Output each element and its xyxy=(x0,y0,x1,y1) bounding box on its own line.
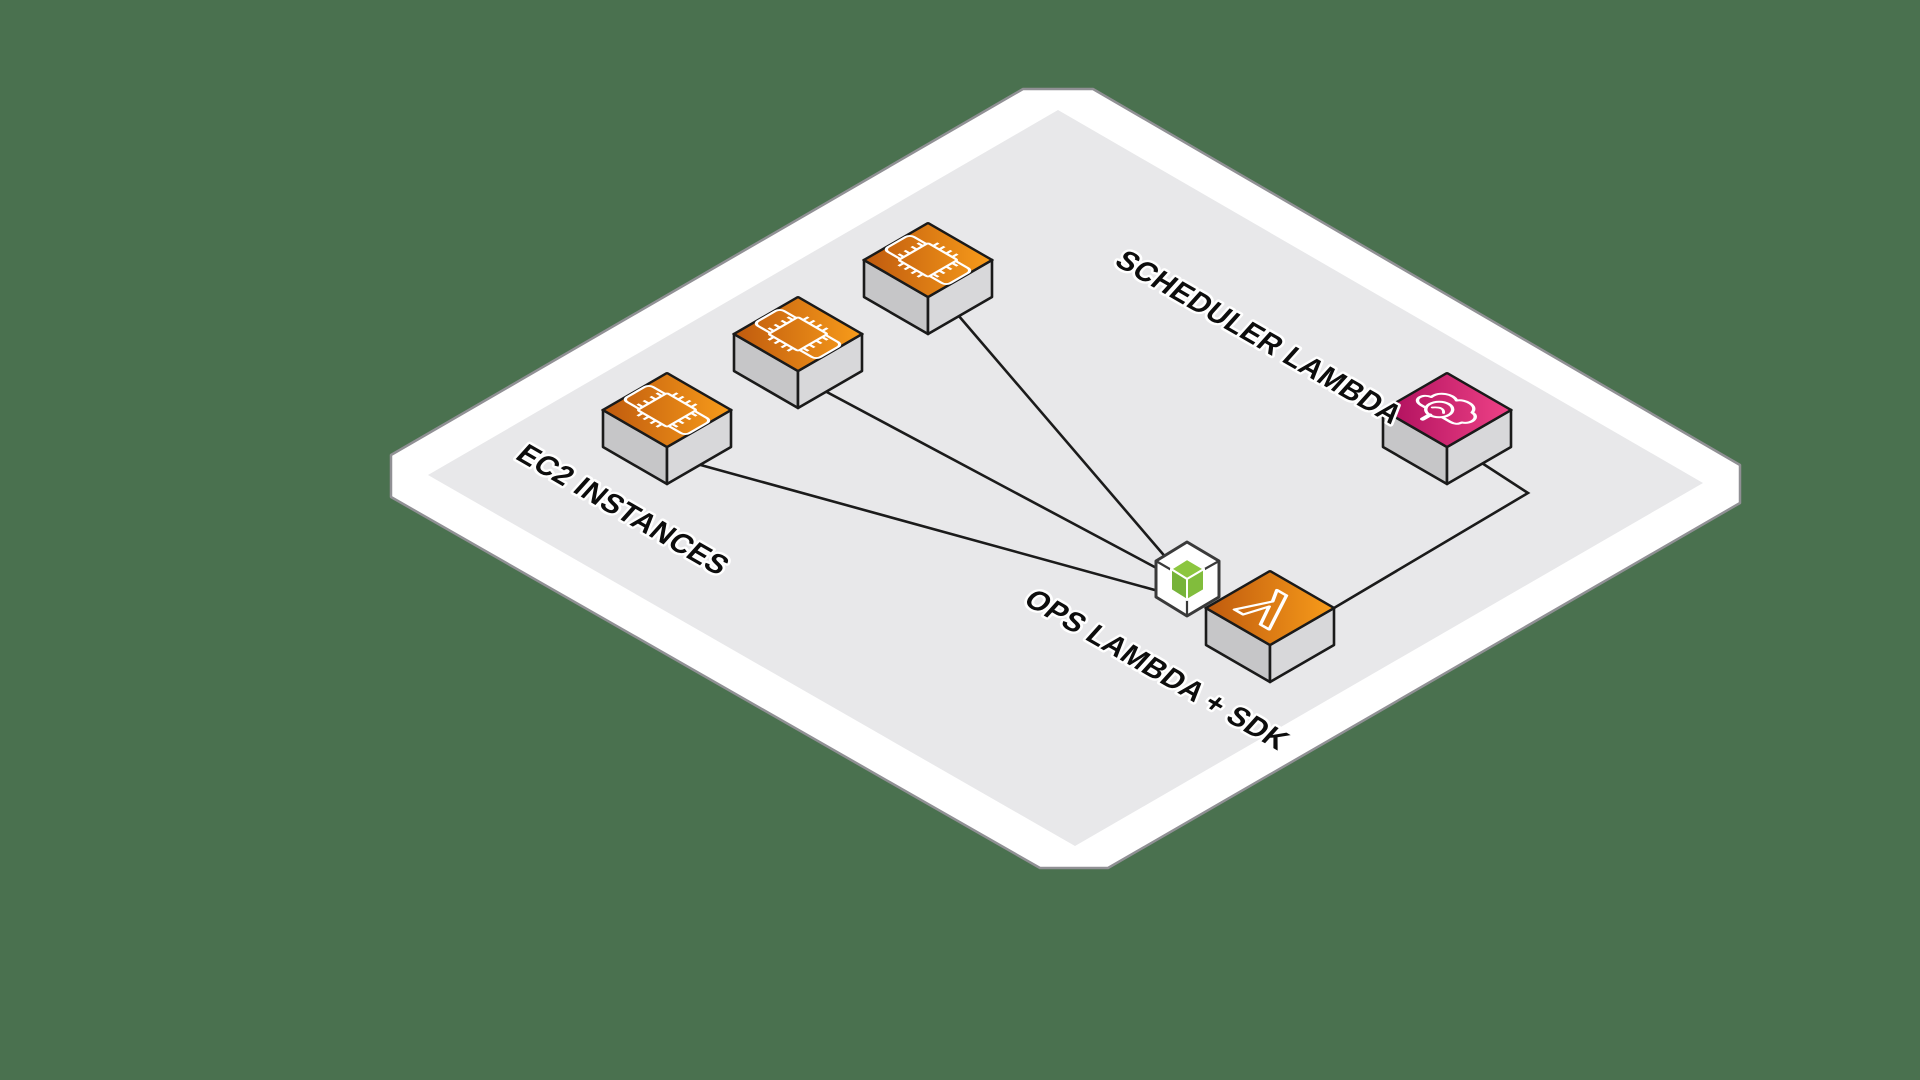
ops-lambda-cube xyxy=(1204,570,1336,684)
ec2-instance-cube-2 xyxy=(732,296,864,410)
edge-scheduler-to-ops-lambda xyxy=(1333,452,1531,610)
green-cube xyxy=(1170,558,1205,601)
ec2-instance-cube-1 xyxy=(601,372,733,486)
platform-surface xyxy=(428,110,1703,846)
edge-ec2-2-to-sdk xyxy=(822,388,1165,574)
lambda-icon xyxy=(1232,588,1289,631)
ec2-instance-cube-3 xyxy=(862,222,994,336)
edge-ec2-3-to-sdk xyxy=(957,314,1169,561)
edges xyxy=(696,314,1531,610)
edge-ec2-1-to-sdk xyxy=(696,462,1163,594)
cloud-search-icon xyxy=(1415,392,1477,425)
scheduler-lambda-cube xyxy=(1381,372,1513,486)
sdk-cube-icon xyxy=(1154,540,1221,618)
